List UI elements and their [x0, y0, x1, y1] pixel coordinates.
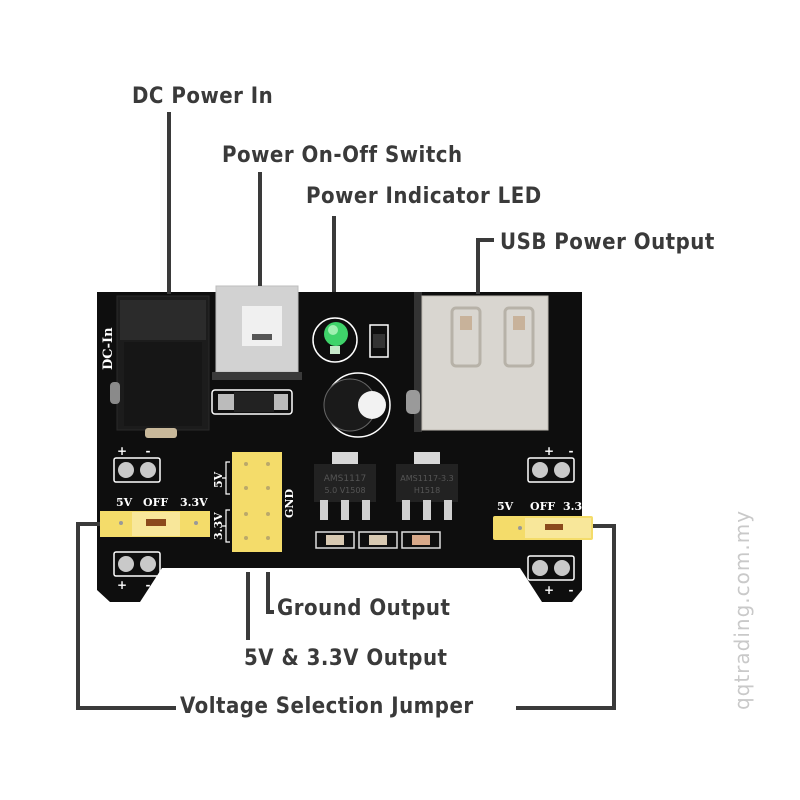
- right-bottom-minus: -: [569, 583, 574, 597]
- capacitor: [323, 372, 391, 438]
- right-top-plus: +: [544, 444, 554, 458]
- power-switch-label: Power On-Off Switch: [222, 143, 463, 168]
- diode: [211, 389, 293, 415]
- output-pin-header: [222, 452, 282, 552]
- jumper-leader-right-bottom: [516, 706, 616, 710]
- right-top-power-pins: [527, 457, 575, 483]
- left-voltage-jumper: [100, 511, 210, 537]
- header-33v-label: 3.3V: [212, 512, 225, 540]
- regulator-3v3: [396, 452, 458, 520]
- regulator-3v3-line2: H1518: [414, 486, 440, 495]
- header-5v-label: 5V: [212, 471, 225, 488]
- right-top-minus: -: [569, 444, 574, 458]
- right-voltage-jumper: [493, 516, 593, 540]
- smd-resistor: [369, 324, 389, 358]
- power-led-leader: [332, 216, 336, 292]
- left-jumper-5v: 5V: [116, 496, 133, 509]
- regulator-5v: [314, 452, 376, 520]
- jumper-leader-right-horizontal: [593, 524, 616, 528]
- right-bottom-power-pins: [527, 555, 575, 581]
- left-top-minus: -: [146, 444, 151, 458]
- power-led-label: Power Indicator LED: [306, 184, 542, 209]
- jumper-leader-left-bottom: [76, 706, 176, 710]
- jumper-leader-right-vertical: [612, 524, 616, 710]
- header-gnd-label: GND: [283, 489, 296, 518]
- smd-capacitors: [315, 531, 441, 549]
- voltage-output-label: 5V & 3.3V Output: [244, 646, 448, 671]
- right-jumper-5v: 5V: [497, 500, 514, 513]
- jumper-leader-left-vertical: [76, 522, 80, 710]
- voltage-jumper-label: Voltage Selection Jumper: [180, 694, 474, 719]
- regulator-3v3-line1: AMS1117-3.3: [400, 474, 453, 483]
- power-switch-leader: [258, 172, 262, 286]
- dc-power-in-label: DC Power In: [132, 84, 274, 109]
- dc-in-silkscreen: DC-In: [101, 327, 116, 370]
- left-jumper-off: OFF: [143, 496, 168, 509]
- right-jumper-off: OFF: [530, 500, 555, 513]
- ground-output-leader-vertical: [266, 572, 270, 614]
- left-top-plus: +: [117, 444, 127, 458]
- left-bottom-minus: -: [146, 578, 151, 592]
- jumper-leader-left-horizontal: [76, 522, 100, 526]
- dc-power-in-leader: [167, 112, 171, 294]
- voltage-output-leader: [246, 572, 250, 640]
- ground-output-leader-horizontal: [266, 610, 274, 614]
- power-led: [312, 317, 358, 363]
- right-bottom-plus: +: [544, 583, 554, 597]
- ground-output-label: Ground Output: [277, 596, 451, 621]
- watermark: qqtrading.com.my: [730, 509, 754, 711]
- usb-output-leader-horizontal: [476, 238, 494, 242]
- usb-output-leader-vertical: [476, 238, 480, 294]
- left-bottom-plus: +: [117, 578, 127, 592]
- left-bottom-power-pins: [113, 551, 161, 577]
- usb-port: [406, 292, 549, 432]
- left-top-power-pins: [113, 457, 161, 483]
- right-jumper-33v: 3.3V: [563, 500, 591, 513]
- regulator-5v-line1: AMS1117: [324, 474, 367, 484]
- power-switch: [212, 285, 302, 380]
- left-jumper-33v: 3.3V: [180, 496, 208, 509]
- regulator-5v-line2: 5.0 V1508: [324, 486, 365, 495]
- dc-jack: [110, 295, 210, 438]
- usb-output-label: USB Power Output: [500, 230, 715, 255]
